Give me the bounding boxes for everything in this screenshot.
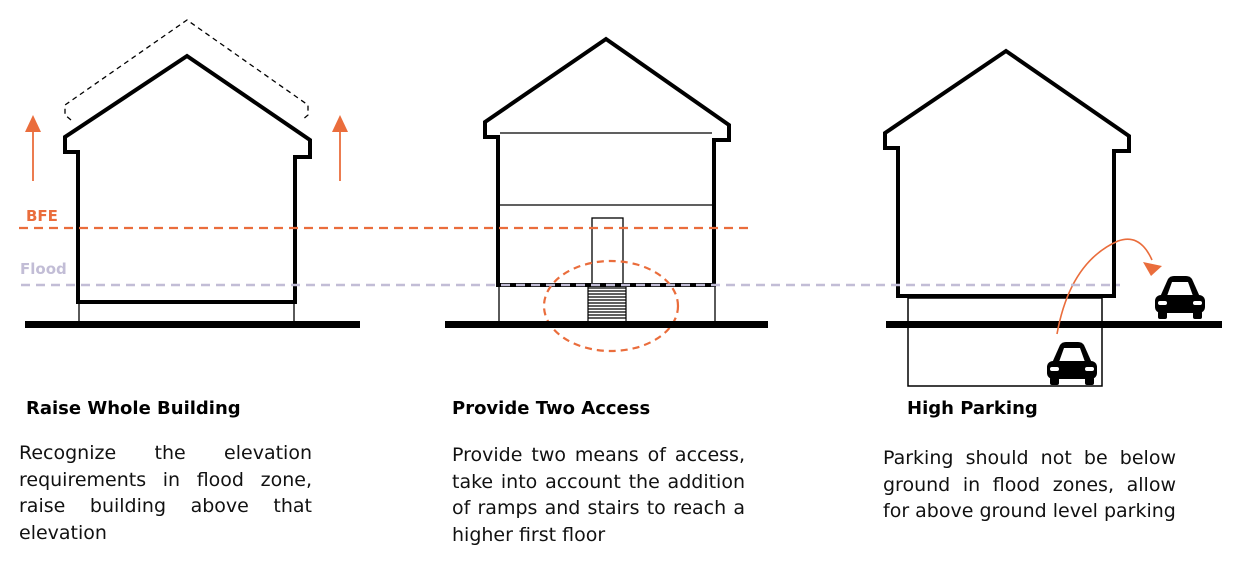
panel-title-high-parking: High Parking [907, 398, 1038, 419]
ground-line [25, 321, 360, 328]
access-highlight-circle [542, 259, 680, 353]
ground-line [886, 321, 1222, 328]
arrow-up-icon [25, 115, 41, 181]
house-outline [883, 48, 1131, 298]
flood-label: Flood [20, 260, 67, 278]
panel-title-raise-building: Raise Whole Building [26, 398, 241, 419]
original-roof-outline [64, 19, 309, 121]
house-outline [483, 36, 731, 287]
basement-garage-outline [907, 297, 1103, 387]
arrow-up-icon [332, 115, 348, 181]
high-parking-illustration [883, 48, 1222, 387]
raised-house-outline [63, 53, 312, 304]
panel-title-two-access: Provide Two Access [452, 398, 651, 419]
stairs [587, 287, 627, 322]
panel-description-high-parking: Parking should not be below ground in fl… [883, 447, 1176, 522]
car-icon [1155, 276, 1205, 319]
raise-building-illustration [25, 19, 360, 328]
curved-arrow-icon [1056, 238, 1162, 335]
ground-line [445, 321, 768, 328]
bfe-label: BFE [26, 207, 58, 225]
panel-description-raise-building: Recognize the elevation requirements in … [19, 442, 312, 544]
panel-description-two-access: Provide two means of access, take into a… [452, 444, 745, 546]
two-access-illustration [445, 36, 768, 353]
car-icon [1047, 342, 1097, 385]
